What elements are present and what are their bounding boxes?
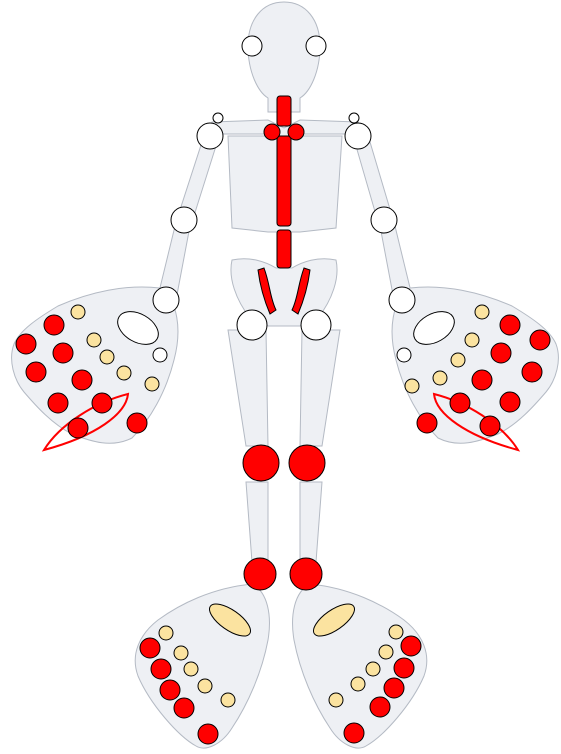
right-sternoclavicular-joint	[288, 124, 304, 140]
left-hand-finger-joint	[117, 366, 131, 380]
left-sternoclavicular-joint	[264, 124, 280, 140]
right-hand-finger-joint	[451, 353, 465, 367]
right-foot-toe-joint	[329, 693, 343, 707]
right-hand-finger-joint	[475, 305, 489, 319]
right-hand-finger-joint	[417, 413, 437, 433]
left-foot-toe-joint	[174, 646, 188, 660]
left-foot-toe-joint	[221, 693, 235, 707]
left-foot-toe-joint	[160, 680, 180, 700]
right-foot-toe-joint	[384, 678, 404, 698]
right-foot-toe-joint	[351, 677, 365, 691]
left-foot-toe-joint	[159, 626, 173, 640]
right-foot-toe-joint	[379, 645, 393, 659]
left-foot-toe-joint	[174, 698, 194, 718]
left-ulnar-joint	[153, 348, 167, 362]
left-shin	[246, 482, 268, 562]
left-hand-finger-joint	[92, 393, 112, 413]
left-foot-toe-joint	[198, 724, 218, 744]
right-acromioclavicular-joint	[349, 113, 359, 123]
left-hand-finger-joint	[145, 377, 159, 391]
left-hip-joint	[237, 310, 267, 340]
left-hand-finger-joint	[44, 315, 64, 335]
left-foot-toe-joint	[198, 679, 212, 693]
left-elbow-joint	[171, 207, 197, 233]
right-shin	[300, 482, 322, 562]
left-knee-joint	[243, 445, 279, 481]
right-hand-finger-joint	[450, 393, 470, 413]
left-hand-finger-joint	[68, 418, 88, 438]
left-hand-finger-joint	[127, 413, 147, 433]
right-ankle-joint	[290, 558, 322, 590]
left-wrist-joint	[153, 287, 179, 313]
right-foot-toe-joint	[370, 697, 390, 717]
right-foot-toe-joint	[401, 636, 421, 656]
right-ulnar-joint	[397, 348, 411, 362]
right-hand-finger-joint	[500, 315, 520, 335]
right-wrist-joint	[389, 287, 415, 313]
right-hand-finger-joint	[491, 343, 511, 363]
right-foot-toe-joint	[389, 625, 403, 639]
left-acromioclavicular-joint	[213, 113, 223, 123]
right-hand-finger-joint	[465, 333, 479, 347]
left-hand-finger-joint	[26, 362, 46, 382]
right-elbow-joint	[371, 207, 397, 233]
left-hand-finger-joint	[53, 343, 73, 363]
left-femur	[228, 330, 268, 446]
left-hand-finger-joint	[71, 305, 85, 319]
right-hip-joint	[301, 310, 331, 340]
right-foot-toe-joint	[344, 723, 364, 743]
right-hand-finger-joint	[433, 371, 447, 385]
left-ankle-joint	[244, 558, 276, 590]
left-shoulder-joint	[197, 123, 223, 149]
left-foot-toe-joint	[151, 659, 171, 679]
left-hand-finger-joint	[100, 350, 114, 364]
right-shoulder-joint	[345, 123, 371, 149]
left-foot-toe-joint	[140, 638, 160, 658]
right-foot-toe-joint	[366, 662, 380, 676]
right-femur	[300, 330, 340, 446]
left-jaw-joint	[242, 36, 262, 56]
right-hand-finger-joint	[472, 370, 492, 390]
right-knee-joint	[289, 445, 325, 481]
cervical-spine-segment	[277, 96, 291, 126]
right-jaw-joint	[306, 36, 326, 56]
right-hand-finger-joint	[405, 379, 419, 393]
right-hand-finger-joint	[530, 330, 550, 350]
left-hand-finger-joint	[16, 334, 36, 354]
left-hand-finger-joint	[87, 333, 101, 347]
right-foot-toe-joint	[394, 658, 414, 678]
right-hand-finger-joint	[480, 416, 500, 436]
lumbar-spine-segment	[277, 230, 291, 268]
right-hand-finger-joint	[522, 362, 542, 382]
thoracic-spine-segment	[277, 136, 291, 226]
left-foot-toe-joint	[184, 662, 198, 676]
left-hand-finger-joint	[48, 393, 68, 413]
left-hand-finger-joint	[72, 370, 92, 390]
right-hand-finger-joint	[500, 392, 520, 412]
